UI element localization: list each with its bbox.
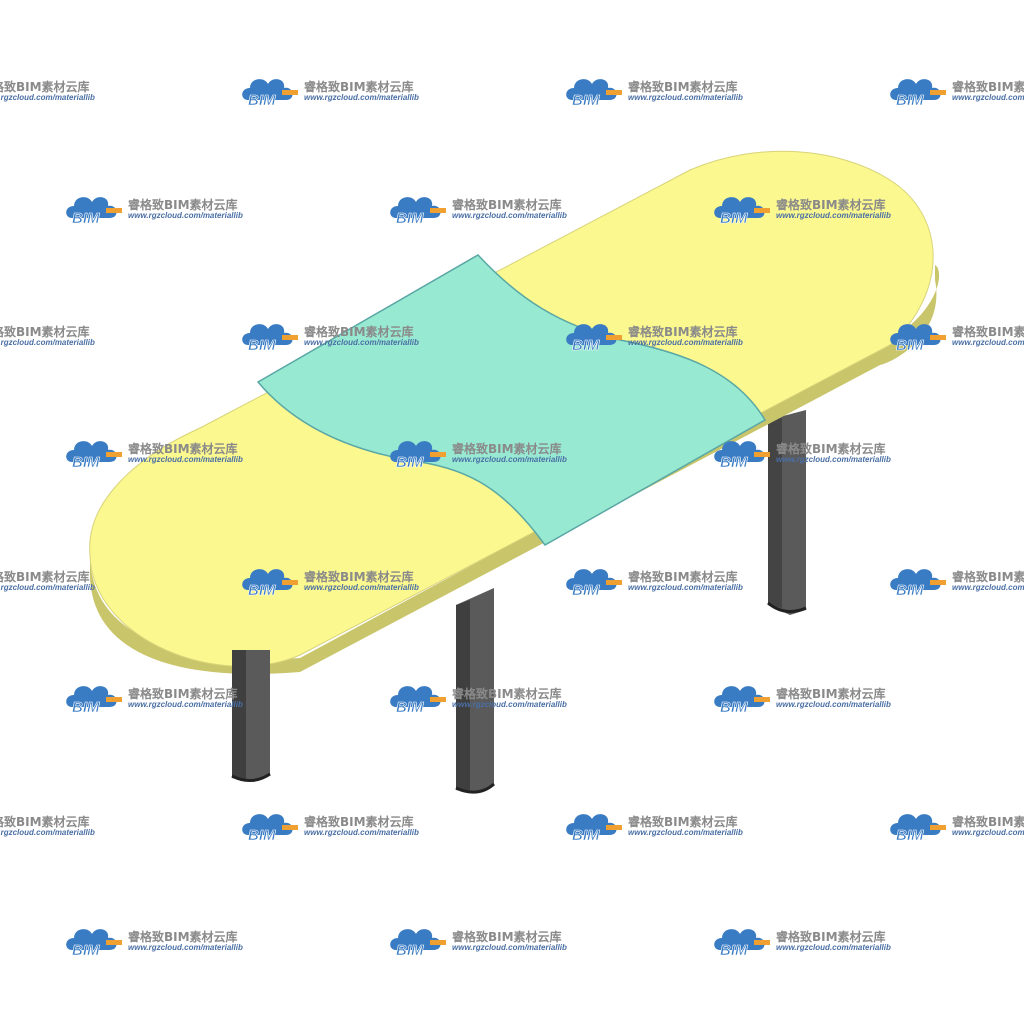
front-leg-left — [231, 650, 271, 782]
back-leg-right — [767, 410, 807, 615]
tabletop-middle-panel — [256, 254, 767, 546]
front-leg-middle — [455, 588, 495, 794]
